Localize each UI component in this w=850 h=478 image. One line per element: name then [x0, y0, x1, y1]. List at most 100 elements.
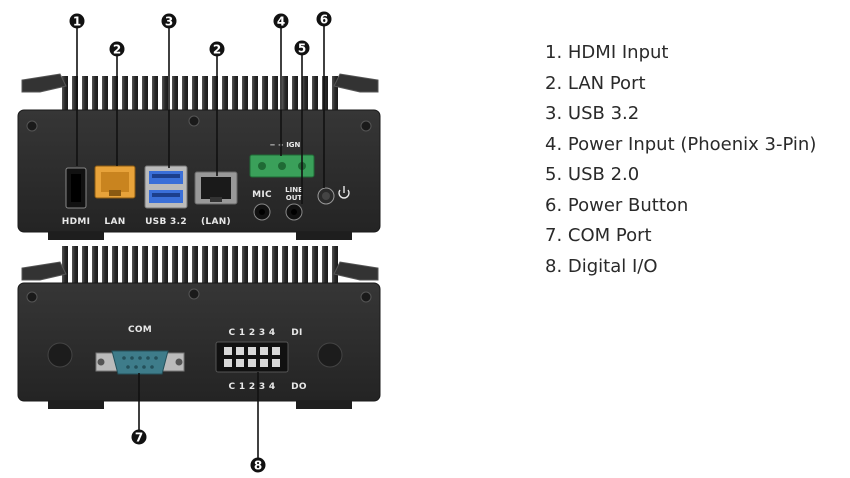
heatsink-fin: [232, 76, 238, 112]
legend-item-com: 7. COM Port: [545, 225, 652, 246]
port-legend: 1. HDMI Input 2. LAN Port 3. USB 3.2 4. …: [545, 38, 816, 282]
heatsink-fin: [162, 76, 168, 112]
heatsink-fin: [62, 246, 68, 285]
dio-pin: [224, 347, 232, 355]
heatsink-fin: [192, 246, 198, 285]
di-label: DI: [291, 328, 302, 338]
svg-text:4: 4: [277, 15, 285, 29]
screw: [188, 115, 200, 127]
heatsink-fin: [122, 246, 128, 285]
dio-bottom-label: C 1 2 3 4: [229, 382, 276, 392]
callout-2: 2: [109, 41, 125, 57]
heatsink-fin: [222, 246, 228, 285]
heatsink-fin: [312, 246, 318, 285]
rear-panel: [17, 282, 381, 402]
legend-item-usb32: 3. USB 3.2: [545, 103, 640, 124]
heatsink-fin: [302, 76, 308, 112]
callout-5: 5: [294, 40, 310, 56]
callout-7: 7: [131, 429, 147, 445]
heatsink-fin: [192, 76, 198, 112]
heatsink-fin: [262, 76, 268, 112]
heatsink-fin: [202, 246, 208, 285]
heatsink-fin: [92, 76, 98, 112]
heatsink-fin: [152, 246, 158, 285]
line-out-label-1: LINE: [285, 186, 303, 194]
mount-bracket-left-2: [21, 261, 67, 281]
heatsink-fin: [252, 76, 258, 112]
antenna-cover-left: [47, 342, 73, 368]
heatsink-fin: [212, 246, 218, 285]
heatsink-fin: [292, 76, 298, 112]
heatsink-fin: [102, 246, 108, 285]
callout-4: 4: [273, 13, 289, 29]
dio-pin: [260, 347, 268, 355]
dio-pin: [224, 359, 232, 367]
heatsink-fin: [182, 246, 188, 285]
callout-6: 6: [316, 11, 332, 27]
callout-1: 1: [69, 13, 85, 29]
dio-pin: [236, 359, 244, 367]
screw: [360, 291, 372, 303]
heatsink-fin: [242, 76, 248, 112]
rear-panel-view: COM C 1 2 3 4 DI C 1 2 3 4 DO: [17, 246, 381, 409]
svg-text:3: 3: [165, 15, 173, 29]
heatsink-fin: [132, 76, 138, 112]
hdmi-label: HDMI: [62, 217, 91, 227]
heatsink-fin: [282, 76, 288, 112]
heatsink-fin: [182, 76, 188, 112]
antenna-cover-right: [317, 342, 343, 368]
heatsink-fin: [282, 246, 288, 285]
heatsink-fin: [252, 246, 258, 285]
callout-2b: 2: [209, 41, 225, 57]
heatsink-fin: [112, 76, 118, 112]
lan-paren-label: (LAN): [201, 217, 231, 227]
front-panel: [17, 109, 381, 233]
heatsink-fin: [92, 246, 98, 285]
screw: [360, 120, 372, 132]
heatsink-fin: [172, 76, 178, 112]
svg-text:2: 2: [213, 43, 221, 57]
heatsink-fin: [72, 76, 78, 112]
screw: [188, 288, 200, 300]
heatsink-fin: [272, 76, 278, 112]
callouts: [76, 25, 325, 462]
heatsink-fin: [202, 76, 208, 112]
heatsink-fin: [142, 76, 148, 112]
do-label: DO: [291, 382, 307, 392]
heatsink-fin: [172, 246, 178, 285]
heatsink-fin: [262, 246, 268, 285]
power-icon: [338, 186, 350, 199]
heatsink-fin: [152, 76, 158, 112]
com-label: COM: [128, 325, 152, 335]
device-diagram: HDMI LAN USB 3.2 (LAN) − + IGN MIC LINE …: [17, 11, 381, 473]
legend-item-hdmi: 1. HDMI Input: [545, 42, 669, 63]
svg-text:1: 1: [73, 15, 81, 29]
heatsink-fin: [242, 246, 248, 285]
dio-pin: [260, 359, 268, 367]
svg-text:8: 8: [254, 459, 262, 473]
heatsink-fin: [122, 76, 128, 112]
heatsink-fin: [132, 246, 138, 285]
dio-pin: [272, 359, 280, 367]
heatsink-fin: [72, 246, 78, 285]
callout-3: 3: [161, 13, 177, 29]
heatsink-fin: [322, 246, 328, 285]
heatsink-fin: [322, 76, 328, 112]
heatsink-fin: [312, 76, 318, 112]
mic-label: MIC: [252, 190, 272, 200]
heatsink-fin: [82, 76, 88, 112]
mount-bracket-left: [21, 73, 67, 93]
line-out-label-2: OUT: [286, 194, 303, 202]
front-panel-view: HDMI LAN USB 3.2 (LAN) − + IGN MIC LINE …: [17, 73, 381, 240]
heatsink-fins-top: [62, 76, 338, 112]
screw: [26, 120, 38, 132]
ign-label: − + IGN: [270, 141, 301, 149]
svg-text:5: 5: [298, 42, 306, 56]
legend-item-power-input: 4. Power Input (Phoenix 3-Pin): [545, 133, 817, 155]
svg-text:7: 7: [135, 431, 143, 445]
dio-top-label: C 1 2 3 4: [229, 328, 276, 338]
heatsink-fin: [142, 246, 148, 285]
heatsink-fin: [82, 246, 88, 285]
screw: [26, 291, 38, 303]
lan-label: LAN: [104, 217, 125, 227]
